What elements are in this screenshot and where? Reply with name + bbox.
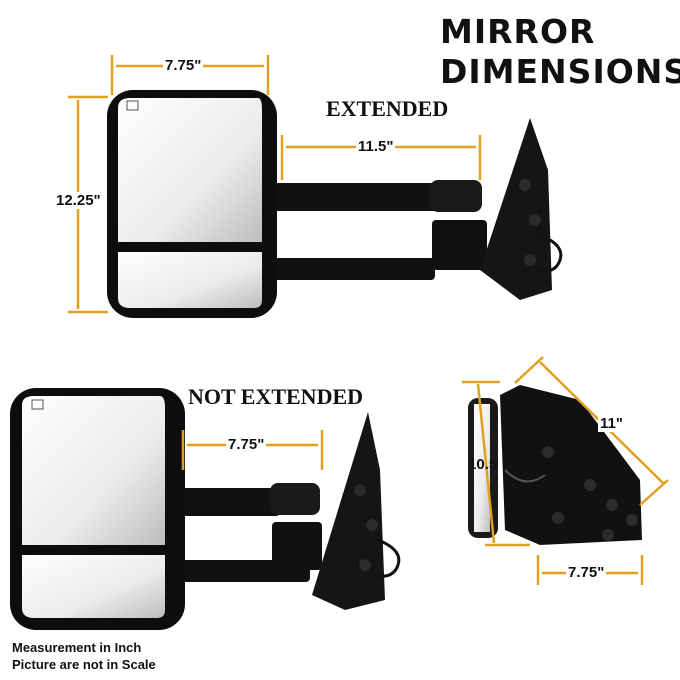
title-line-2: DIMENSIONS [440,52,680,91]
ext-height-label: 12.25" [54,192,103,209]
footnote-line-1: Measurement in Inch [12,640,142,655]
page-title: MIRROR DIMENSIONS [440,12,680,92]
title-line-1: MIRROR [440,12,596,51]
ext-arm-label: 11.5" [356,138,396,155]
not-extended-label: NOT EXTENDED [188,384,364,409]
side-height-label: 10.5 [468,456,498,473]
not-extended-mirror [10,388,401,630]
extended-mirror [107,90,563,318]
side-diag-label: 11" [598,415,625,432]
noext-arm-label: 7.75" [226,436,267,453]
side-depth-label: 7.75" [566,564,607,581]
footnote-line-2: Picture are not in Scale [12,657,156,672]
extended-label: EXTENDED [326,96,449,121]
ext-width-label: 7.75" [163,57,204,74]
